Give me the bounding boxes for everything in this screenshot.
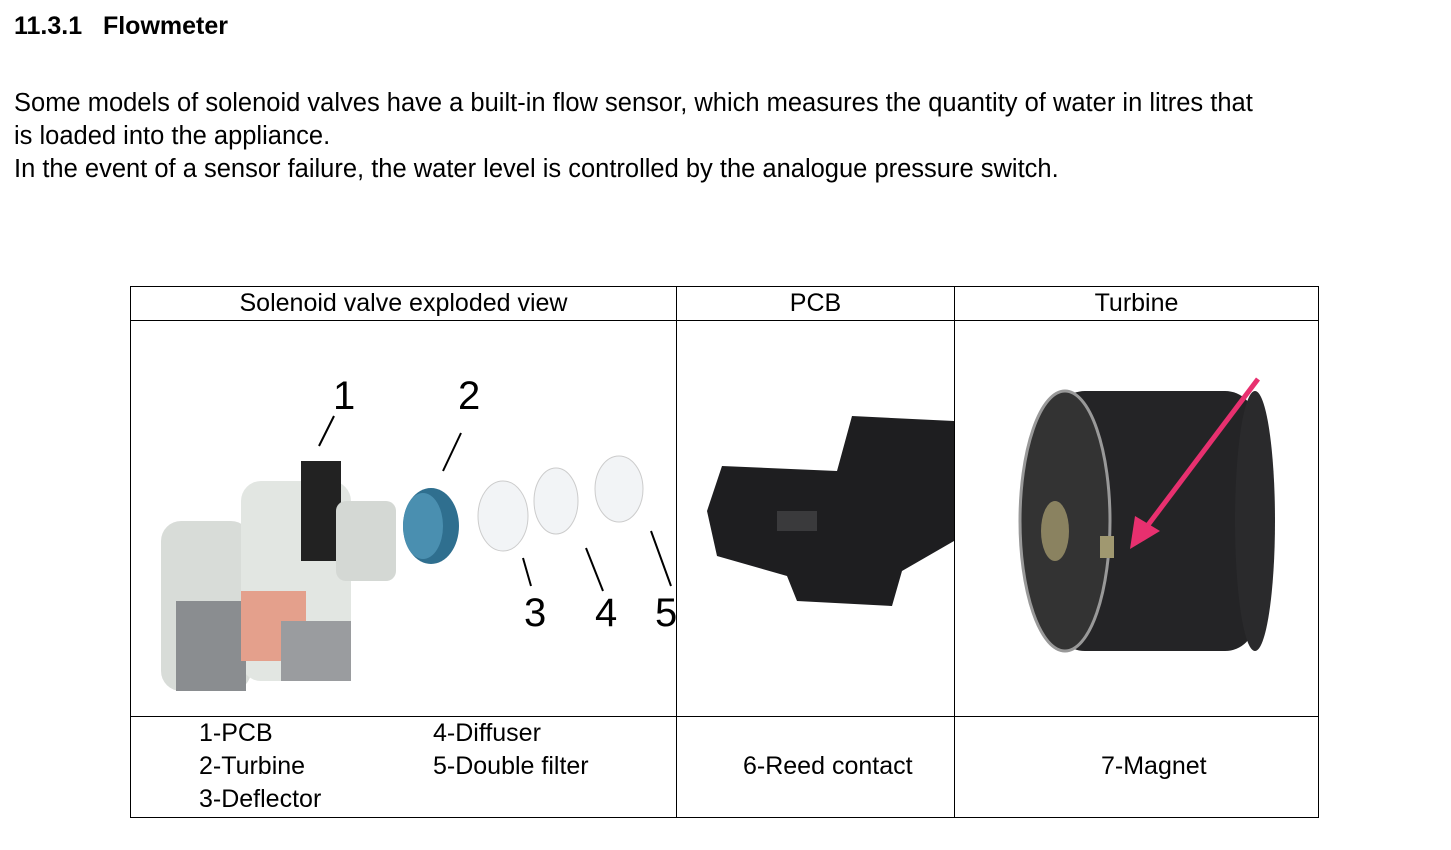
valve-body: [161, 461, 396, 691]
pcb-image-cell: [676, 320, 955, 717]
legend-item: 4-Diffuser: [433, 719, 541, 747]
legend-item: 2-Turbine: [199, 752, 306, 780]
callout-1: 1: [333, 374, 355, 418]
pink-arrow-icon: [1130, 516, 1160, 549]
turbine-legend-cell: 7-Magnet: [954, 716, 1319, 818]
legend-item: 1-PCB: [199, 719, 273, 747]
exploded-legend-cell: 1-PCB 2-Turbine 3-Deflector 4-Diffuser 5…: [130, 716, 677, 818]
paragraph-line: In the event of a sensor failure, the wa…: [14, 155, 1059, 183]
turbine-part: [403, 488, 459, 564]
exploded-view-image: 1 2 3 4 5: [161, 374, 676, 691]
pcb-legend-cell: 6-Reed contact: [676, 716, 955, 818]
flowmeter-table: Solenoid valve exploded view PCB Turbine: [130, 286, 1319, 818]
header-pcb: PCB: [676, 286, 955, 321]
legend-item: 3-Deflector: [199, 785, 322, 813]
callout-4: 4: [595, 591, 617, 635]
turbine-legend: 7-Magnet: [1101, 752, 1207, 780]
pcb-legend: 6-Reed contact: [743, 752, 913, 780]
exploded-view-image-cell: 1 2 3 4 5: [130, 320, 677, 717]
turbine-image-cell: [954, 320, 1319, 717]
header-turbine: Turbine: [954, 286, 1319, 321]
header-exploded-view: Solenoid valve exploded view: [130, 286, 677, 321]
callout-2: 2: [458, 374, 480, 418]
section-heading: 11.3.1 Flowmeter: [14, 12, 228, 40]
legend-item: 5-Double filter: [433, 752, 589, 780]
callout-5: 5: [655, 591, 676, 635]
pcb-image: [707, 416, 954, 606]
paragraph-line: Some models of solenoid valves have a bu…: [14, 89, 1253, 117]
turbine-image: [1018, 377, 1275, 653]
paragraph-line: is loaded into the appliance.: [14, 122, 331, 150]
callout-arrows: [318, 415, 672, 592]
callout-3: 3: [524, 591, 546, 635]
